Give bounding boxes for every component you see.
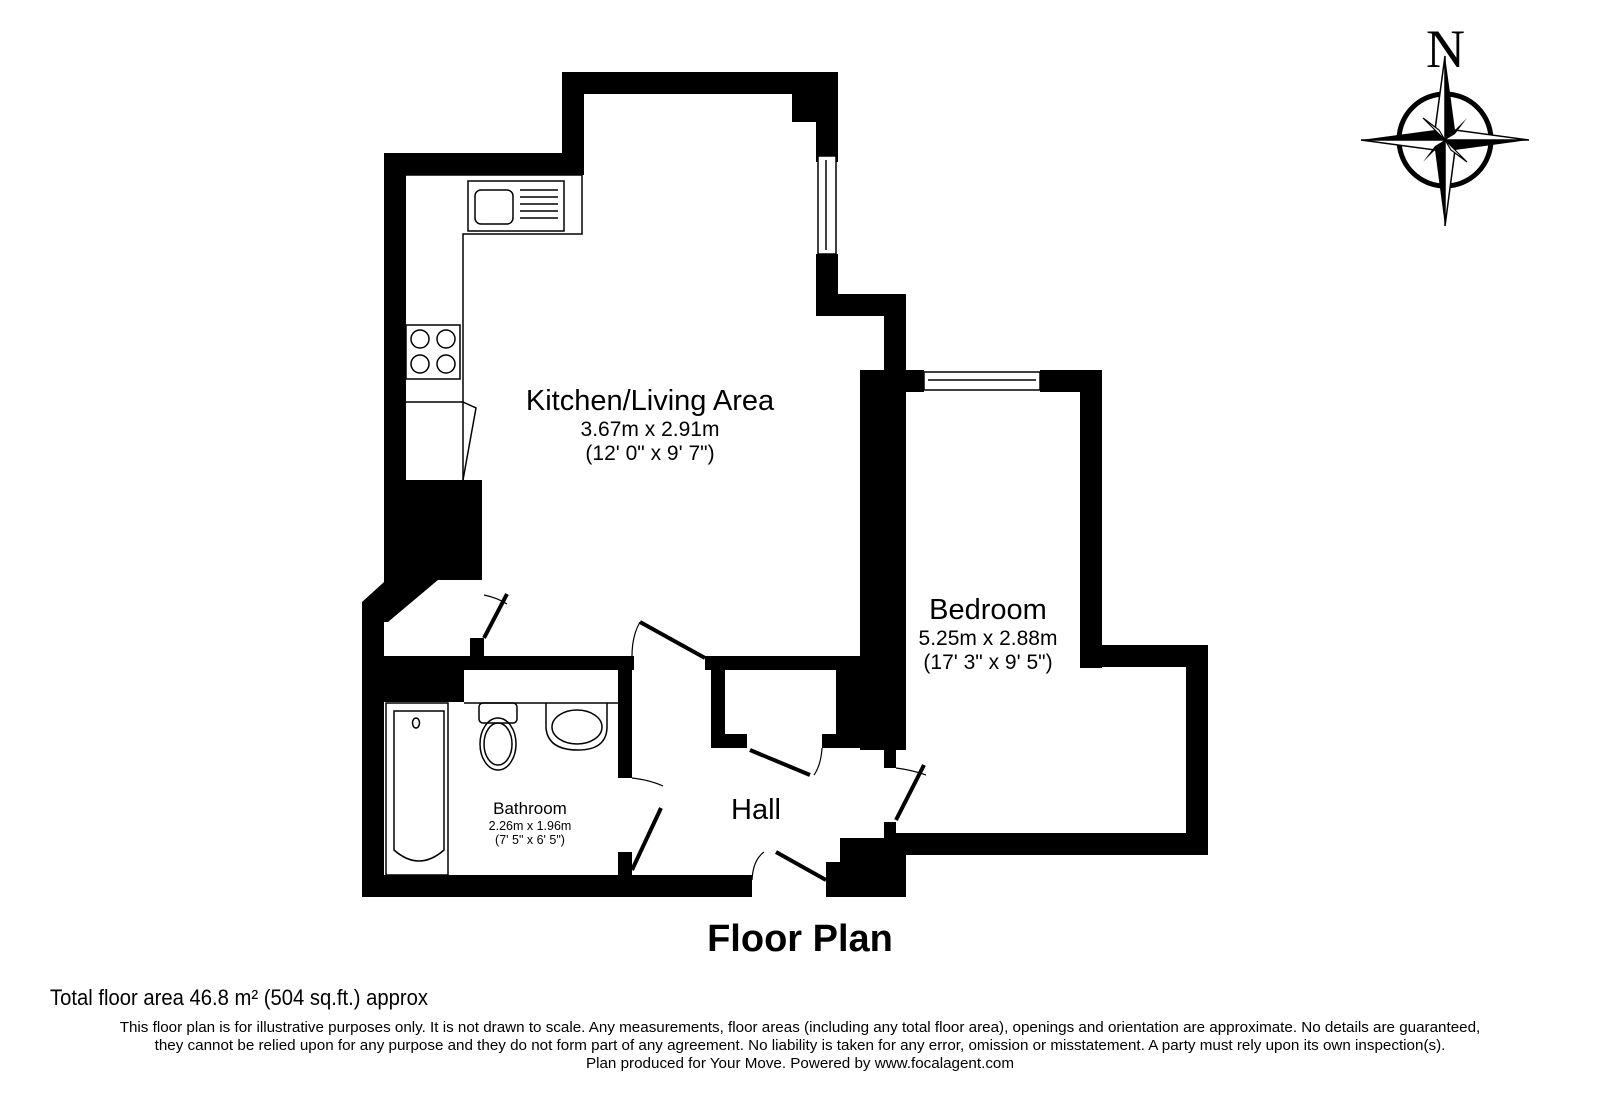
sink-icon bbox=[467, 180, 565, 232]
room-name: Bathroom bbox=[493, 799, 567, 818]
bath-icon bbox=[385, 702, 449, 876]
hob-icon bbox=[405, 324, 461, 380]
disclaimer: This floor plan is for illustrative purp… bbox=[0, 1019, 1600, 1073]
basin-icon bbox=[545, 703, 608, 751]
plan-title: Floor Plan bbox=[707, 918, 893, 960]
room-dimensions-metric: 5.25m x 2.88m bbox=[918, 627, 1058, 651]
bathroom-fittings bbox=[385, 702, 618, 876]
room-dimensions-imperial: (7' 5" x 6' 5") bbox=[495, 832, 565, 847]
toilet-icon bbox=[478, 702, 518, 724]
walls bbox=[362, 72, 1208, 897]
room-kitchen-living: Kitchen/Living Area 3.67m x 2.91m (12' 0… bbox=[500, 385, 800, 467]
doors bbox=[482, 593, 927, 882]
disclaimer-credit: Plan produced for Your Move. Powered by … bbox=[585, 1055, 1015, 1072]
total-floor-area: Total floor area 46.8 m² (504 sq.ft.) ap… bbox=[50, 985, 429, 1010]
room-bathroom: Bathroom 2.26m x 1.96m (7' 5" x 6' 5") bbox=[470, 799, 590, 847]
disclaimer-line: they cannot be relied upon for any purpo… bbox=[154, 1037, 1446, 1054]
room-dimensions-imperial: (17' 3" x 9' 5") bbox=[923, 651, 1053, 675]
room-name: Hall bbox=[731, 794, 781, 826]
fridge-door-icon bbox=[462, 401, 477, 481]
room-name: Bedroom bbox=[929, 594, 1047, 626]
room-name: Kitchen/Living Area bbox=[525, 385, 775, 417]
room-dimensions-metric: 3.67m x 2.91m bbox=[580, 418, 720, 442]
room-hall: Hall bbox=[716, 794, 796, 827]
disclaimer-line: This floor plan is for illustrative purp… bbox=[119, 1019, 1481, 1036]
compass-north-label: N bbox=[1426, 19, 1465, 79]
windows bbox=[817, 155, 1041, 391]
room-bedroom: Bedroom 5.25m x 2.88m (17' 3" x 9' 5") bbox=[888, 594, 1088, 676]
compass-rose-icon bbox=[1360, 55, 1530, 227]
room-dimensions-metric: 2.26m x 1.96m bbox=[488, 818, 572, 833]
room-dimensions-imperial: (12' 0" x 9' 7") bbox=[585, 442, 715, 466]
kitchen-fittings bbox=[405, 174, 583, 481]
